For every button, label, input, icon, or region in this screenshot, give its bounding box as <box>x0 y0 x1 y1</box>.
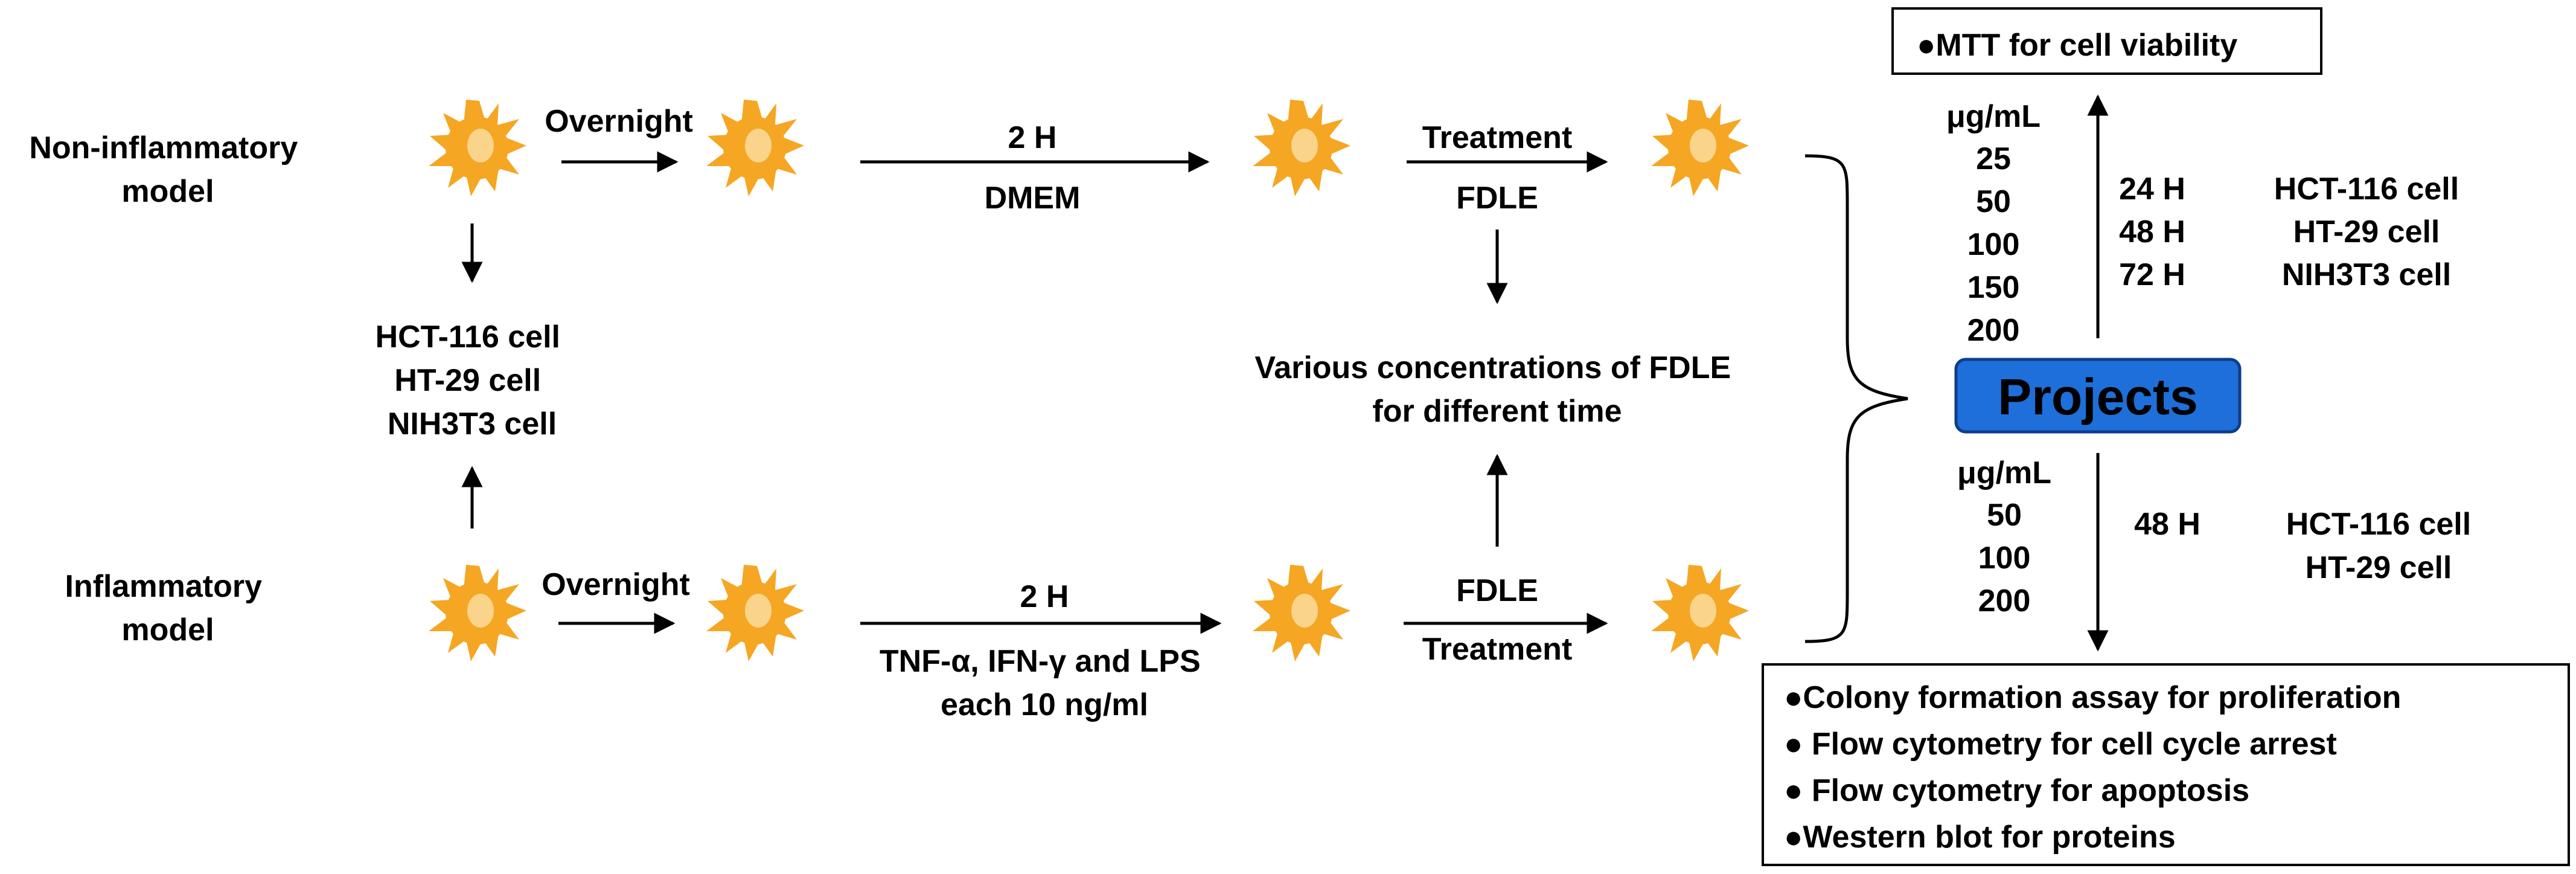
cell-icon <box>429 565 526 661</box>
assay-item: ●Colony formation assay for proliferatio… <box>1784 680 2401 715</box>
cell-icon <box>706 565 804 661</box>
concentration-value: 200 <box>1967 313 2020 348</box>
cell-icon <box>706 100 804 196</box>
lower-concentration-list: 50 100 200 <box>1978 498 2031 619</box>
unit-label-lower: μg/mL <box>1957 455 2051 490</box>
concentration-value: 150 <box>1967 270 2020 305</box>
cell-line-value: HT-29 cell <box>2306 550 2452 585</box>
concentration-value: 100 <box>1967 227 2020 262</box>
treatment-label-bottom: Treatment <box>1422 632 1573 667</box>
concentration-value: 100 <box>1978 541 2031 576</box>
assay-item: ● Flow cytometry for cell cycle arrest <box>1784 727 2337 762</box>
unit-label-upper: μg/mL <box>1946 99 2041 134</box>
cell-icon <box>429 100 526 196</box>
assay-item: ●Western blot for proteins <box>1784 820 2176 855</box>
mtt-assay-label: ●MTT for cell viability <box>1917 28 2237 63</box>
center-note: Various concentrations of FDLE for diffe… <box>1254 350 1739 429</box>
cell-icon <box>1253 565 1350 661</box>
cell-line-value: HT-29 cell <box>2293 214 2440 249</box>
time-value: 24 H <box>2119 172 2185 207</box>
upper-concentration-list: 25 50 100 150 200 <box>1967 141 2020 348</box>
cell-line-value: HCT-116 cell <box>2274 172 2459 207</box>
non-inflammatory-label: Non-inflammatory model <box>29 130 306 209</box>
projects-label: Projects <box>1998 368 2198 425</box>
cell-icon <box>1651 100 1749 196</box>
fdle-label-bottom: FDLE <box>1456 573 1538 608</box>
time-label-bottom: 2 H <box>1020 579 1069 614</box>
time-label-top: 2 H <box>1008 120 1057 155</box>
medium-label-top: DMEM <box>985 181 1081 216</box>
cell-icon <box>1651 565 1749 661</box>
mtt-assay-box <box>1891 7 2322 75</box>
concentration-value: 50 <box>1987 498 2022 533</box>
upper-time-list: 24 H 48 H 72 H <box>2119 172 2185 292</box>
overnight-label-bottom: Overnight <box>542 567 690 602</box>
fdle-label-top: FDLE <box>1456 181 1538 216</box>
concentration-value: 25 <box>1976 141 2011 176</box>
time-label-lower: 48 H <box>2134 507 2200 542</box>
cell-line-value: HCT-116 cell <box>2286 507 2471 542</box>
projects-box <box>1954 358 2242 434</box>
time-value: 48 H <box>2119 214 2185 249</box>
assay-list-box <box>1762 663 2570 866</box>
concentration-value: 200 <box>1978 583 2031 619</box>
cell-line-list: HCT-116 cell HT-29 cell NIH3T3 cell <box>376 320 569 442</box>
stimulus-label: TNF-α, IFN-γ and LPS each 10 ng/ml <box>880 644 1209 722</box>
grouping-brace <box>1804 154 1908 643</box>
assay-item: ● Flow cytometry for apoptosis <box>1784 773 2249 808</box>
inflammatory-label: Inflammatory model <box>65 569 271 647</box>
cell-line-value: NIH3T3 cell <box>2282 257 2451 292</box>
concentration-value: 50 <box>1976 184 2011 219</box>
treatment-label-top: Treatment <box>1422 120 1573 155</box>
cell-icon <box>1253 100 1350 196</box>
overnight-label-top: Overnight <box>545 104 693 139</box>
time-value: 72 H <box>2119 257 2185 292</box>
assay-list: ●Colony formation assay for proliferatio… <box>1784 680 2401 855</box>
